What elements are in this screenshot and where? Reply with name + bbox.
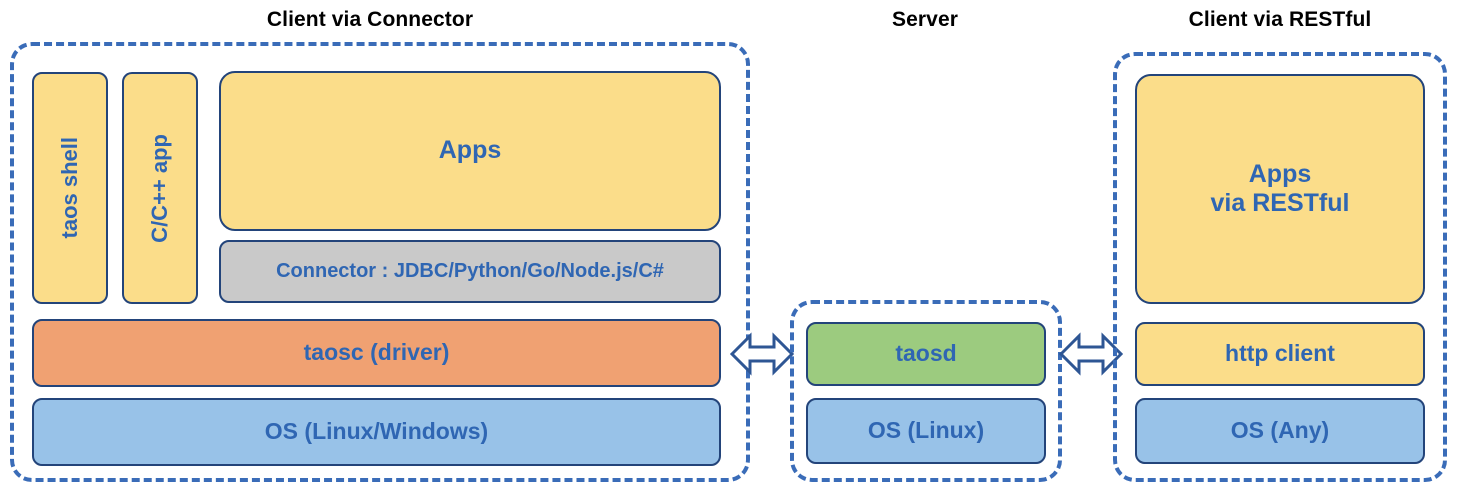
group-client-via-connector <box>10 42 750 482</box>
node-os-any-label: OS (Any) <box>1230 417 1330 444</box>
node-apps-via-restful-label-line2: via RESTful <box>1210 189 1350 217</box>
bidirectional-arrow-icon-left <box>730 327 794 381</box>
node-apps-connector-label: Apps <box>438 136 502 165</box>
node-c-cpp-app[interactable]: C/C++ app <box>122 72 198 304</box>
node-os-linux-windows-label: OS (Linux/Windows) <box>264 418 489 445</box>
node-connector-label: Connector : JDBC/Python/Go/Node.js/C# <box>276 259 664 282</box>
node-taos-shell[interactable]: taos shell <box>32 72 108 304</box>
node-apps-connector[interactable]: Apps <box>219 71 721 231</box>
title-client-via-restful: Client via RESTful <box>1188 8 1372 31</box>
node-taosd[interactable]: taosd <box>806 322 1046 386</box>
group-server <box>790 300 1062 482</box>
node-apps-via-restful[interactable]: Apps via RESTful <box>1135 74 1425 304</box>
node-taosc-driver-label: taosc (driver) <box>303 339 450 366</box>
node-taos-shell-label: taos shell <box>57 137 83 239</box>
title-server: Server <box>892 8 958 31</box>
title-client-via-connector: Client via Connector <box>266 8 474 31</box>
node-taosc-driver[interactable]: taosc (driver) <box>32 319 721 387</box>
node-os-linux-windows[interactable]: OS (Linux/Windows) <box>32 398 721 466</box>
node-os-any[interactable]: OS (Any) <box>1135 398 1425 464</box>
group-client-via-restful <box>1113 52 1447 482</box>
bidirectional-arrow-icon-right <box>1059 327 1123 381</box>
node-c-cpp-app-label: C/C++ app <box>147 133 173 243</box>
node-apps-via-restful-label-line1: Apps <box>1248 159 1312 188</box>
node-http-client-label: http client <box>1225 340 1335 367</box>
node-os-linux[interactable]: OS (Linux) <box>806 398 1046 464</box>
node-connector[interactable]: Connector : JDBC/Python/Go/Node.js/C# <box>219 240 721 303</box>
node-http-client[interactable]: http client <box>1135 322 1425 386</box>
node-taosd-label: taosd <box>895 340 957 367</box>
node-os-linux-label: OS (Linux) <box>867 417 985 444</box>
